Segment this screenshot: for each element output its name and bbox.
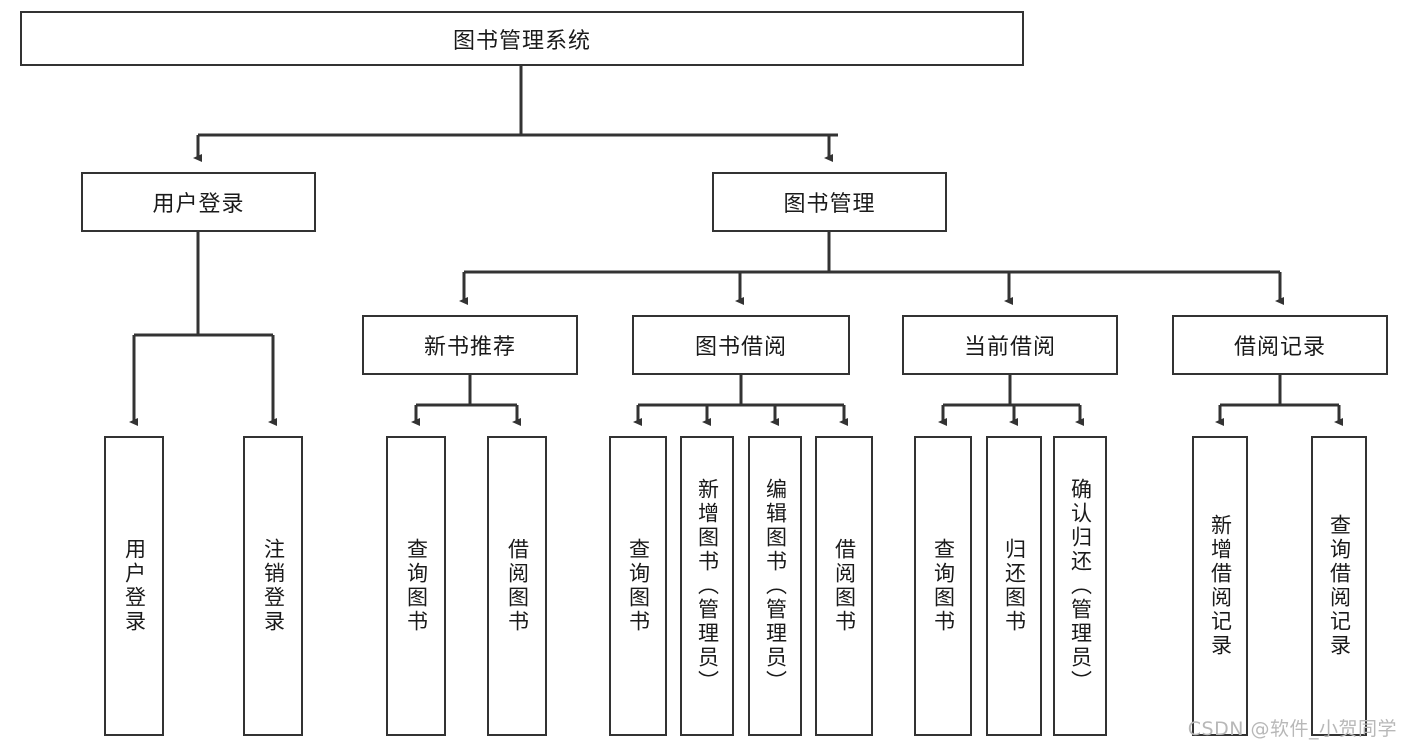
node-label: 编辑图书（管理员） (763, 478, 788, 694)
node-leaf-borrow-book-recommend[interactable]: 借阅图书 (487, 436, 547, 736)
node-label: 查询图书 (626, 538, 651, 634)
node-label: 借阅记录 (1233, 335, 1326, 360)
csdn-watermark: CSDN @软件_小贺同学 (1187, 718, 1397, 740)
node-leaf-confirm-return-admin[interactable]: 确认归还（管理员） (1053, 436, 1107, 736)
node-leaf-user-logout[interactable]: 注销登录 (243, 436, 303, 736)
node-label: 确认归还（管理员） (1068, 478, 1093, 694)
node-leaf-query-book-recommend[interactable]: 查询图书 (386, 436, 446, 736)
node-label: 注销登录 (261, 538, 286, 634)
node-leaf-query-book-current[interactable]: 查询图书 (914, 436, 972, 736)
node-root-system[interactable]: 图书管理系统 (20, 11, 1024, 66)
node-label: 图书管理系统 (452, 28, 591, 54)
node-label: 查询借阅记录 (1327, 514, 1352, 658)
node-book-borrow[interactable]: 图书借阅 (632, 315, 850, 375)
node-label: 用户登录 (152, 192, 245, 217)
node-label: 新增借阅记录 (1208, 514, 1233, 658)
node-label: 新书推荐 (423, 335, 516, 360)
node-label: 借阅图书 (505, 538, 530, 634)
node-label: 图书管理 (783, 192, 876, 217)
node-leaf-return-book[interactable]: 归还图书 (986, 436, 1042, 736)
node-current-borrow[interactable]: 当前借阅 (902, 315, 1118, 375)
node-leaf-edit-book-admin[interactable]: 编辑图书（管理员） (748, 436, 802, 736)
node-label: 新增图书（管理员） (695, 478, 720, 694)
node-label: 查询图书 (931, 538, 956, 634)
node-book-management[interactable]: 图书管理 (712, 172, 947, 232)
node-label: 用户登录 (122, 538, 147, 634)
node-borrow-records[interactable]: 借阅记录 (1172, 315, 1388, 375)
node-label: 查询图书 (404, 538, 429, 634)
node-label: 图书借阅 (694, 335, 787, 360)
node-leaf-borrow-book[interactable]: 借阅图书 (815, 436, 873, 736)
node-label: 借阅图书 (832, 538, 857, 634)
node-label: 当前借阅 (963, 335, 1056, 360)
node-leaf-query-borrow-record[interactable]: 查询借阅记录 (1311, 436, 1367, 736)
node-label: 归还图书 (1002, 538, 1027, 634)
node-new-book-recommend[interactable]: 新书推荐 (362, 315, 578, 375)
node-leaf-user-login[interactable]: 用户登录 (104, 436, 164, 736)
node-leaf-add-book-admin[interactable]: 新增图书（管理员） (680, 436, 734, 736)
node-leaf-query-book[interactable]: 查询图书 (609, 436, 667, 736)
node-user-login[interactable]: 用户登录 (81, 172, 316, 232)
node-leaf-add-borrow-record[interactable]: 新增借阅记录 (1192, 436, 1248, 736)
